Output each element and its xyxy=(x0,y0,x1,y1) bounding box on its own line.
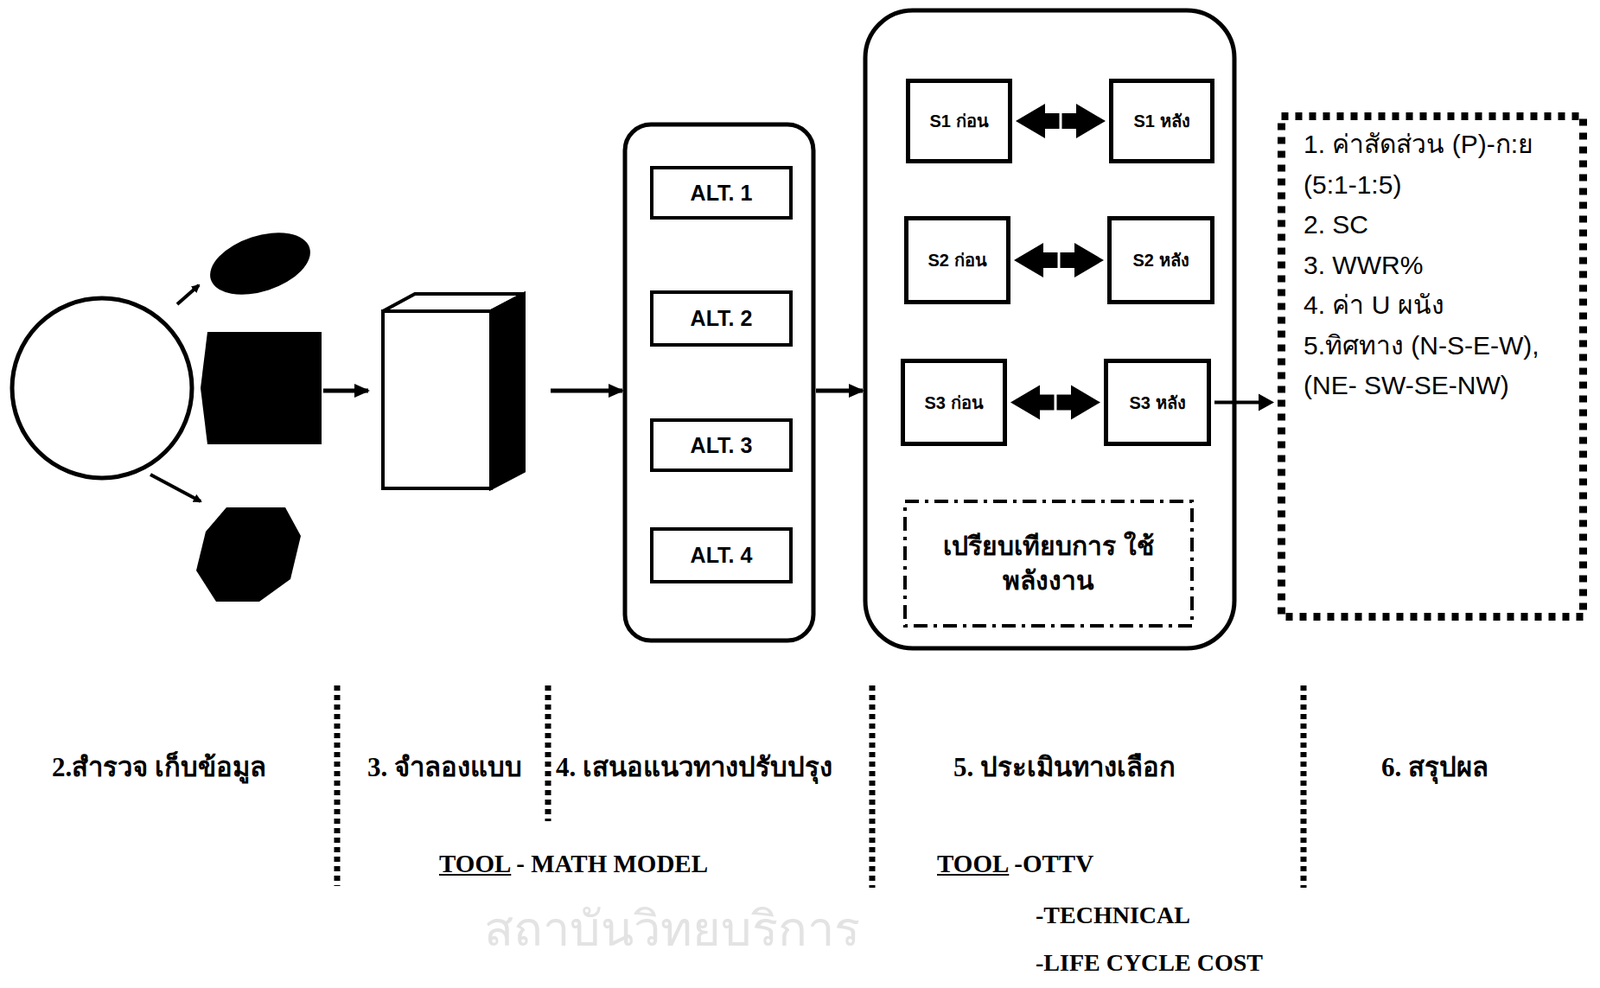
connector xyxy=(1015,103,1106,139)
outline xyxy=(903,499,1194,628)
stage-label: 3. จำลองแบบ xyxy=(367,745,523,789)
connector xyxy=(1013,242,1104,278)
node-text: ALT. 4 xyxy=(690,542,753,568)
node-text: 5.ทิศทาง (N-S-E-W),(NE- SW-SE-NW) xyxy=(1303,325,1572,407)
node-text: S2 หลัง xyxy=(1132,247,1189,274)
node-text: 4. ค่า U ผนัง xyxy=(1303,285,1445,326)
alt-box: ALT. 4 xyxy=(650,527,793,584)
data-shape xyxy=(202,221,319,306)
scenario-box: S3 หลัง xyxy=(1103,358,1212,447)
scenario-box: S1 หลัง xyxy=(1109,78,1215,164)
node-text: 2. SC xyxy=(1303,204,1369,246)
tool-item: -OTTV xyxy=(1013,849,1094,879)
data-shape xyxy=(200,331,322,445)
compare-box: เปรียบเทียบการ ใช้พลังงาน xyxy=(903,499,1194,628)
scenario-box: S2 ก่อน xyxy=(904,216,1011,305)
evaluation-group xyxy=(865,10,1235,649)
arrow xyxy=(550,388,623,394)
tool-item: -LIFE CYCLE COST xyxy=(1035,949,1263,977)
alt-box: ALT. 1 xyxy=(650,165,793,220)
survey-circle xyxy=(12,298,192,479)
arrow xyxy=(150,474,201,502)
stage-label: 5. ประเมินทางเลือก xyxy=(953,745,1176,789)
node-text: S3 ก่อน xyxy=(924,389,983,416)
node-text: ALT. 3 xyxy=(690,433,753,459)
node-text: ALT. 1 xyxy=(690,180,753,206)
connector xyxy=(1010,385,1101,421)
model-box xyxy=(382,311,491,489)
stage-label: 2.สำรวจ เก็บข้อมูล xyxy=(51,745,267,789)
node-text: S1 ก่อน xyxy=(929,108,989,134)
tool-item: - MATH MODEL xyxy=(516,849,708,879)
tool-label: TOOL xyxy=(937,849,1009,879)
node-text: S1 หลัง xyxy=(1133,108,1190,134)
arrow xyxy=(177,285,199,305)
stage-separators xyxy=(337,685,1304,888)
scenario-box: S3 ก่อน xyxy=(900,358,1008,447)
model-box xyxy=(490,293,524,489)
arrow xyxy=(323,388,369,394)
stage-label: 4. เสนอแนวทางปรับปรุง xyxy=(555,745,833,789)
node-text: เปรียบเทียบการ ใช้พลังงาน xyxy=(913,529,1184,600)
watermark: สถาบันวิทยบริการ xyxy=(484,890,861,968)
node-text: ALT. 2 xyxy=(690,305,753,332)
node-text: 3. WWR% xyxy=(1303,245,1423,287)
connector xyxy=(1214,394,1275,412)
scenario-box: S1 ก่อน xyxy=(905,78,1013,164)
data-shape xyxy=(196,507,301,602)
alternatives-group xyxy=(624,124,814,641)
node-text: S3 หลัง xyxy=(1128,389,1186,416)
conclusion-box: 1. ค่าสัดส่วน (P)-ก:ย (5:1-1:5)2. SC3. W… xyxy=(1277,112,1588,621)
scenario-box: S2 หลัง xyxy=(1107,216,1215,305)
node-text: 1. ค่าสัดส่วน (P)-ก:ย (5:1-1:5) xyxy=(1303,124,1572,205)
alt-box: ALT. 3 xyxy=(650,418,793,472)
alt-box: ALT. 2 xyxy=(650,290,793,347)
tool-item: -TECHNICAL xyxy=(1035,901,1191,930)
tool-label: TOOL xyxy=(439,849,511,879)
arrow xyxy=(815,388,863,394)
stage-label: 6. สรุปผล xyxy=(1381,745,1489,789)
node-text: S2 ก่อน xyxy=(927,247,987,274)
